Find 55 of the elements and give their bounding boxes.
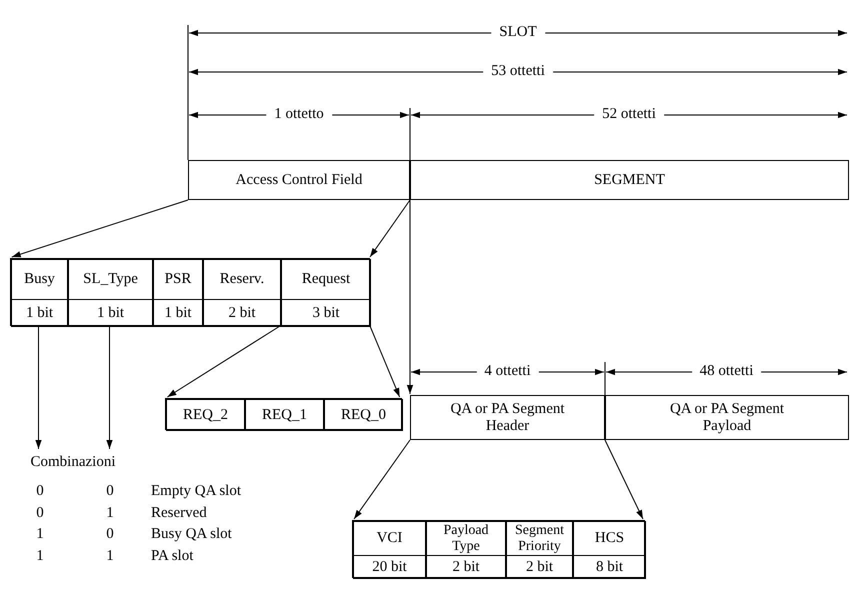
arrow: [604, 440, 644, 520]
field-size: 1 bit: [96, 304, 124, 322]
combination-description: Busy QA slot: [148, 526, 235, 542]
bit-field: [166, 399, 245, 431]
field-name: Payload Type: [442, 523, 490, 554]
arrow: [35, 326, 42, 450]
field-name: QA or PA Segment Header: [450, 401, 565, 434]
arrow: [370, 326, 400, 398]
field-size: 2 bit: [526, 558, 554, 576]
field-size: 8 bit: [596, 558, 624, 576]
bit-field-table: [352, 520, 645, 578]
field-size: 20 bit: [372, 558, 407, 576]
bit-field: [153, 259, 203, 327]
bit-field: [426, 521, 506, 579]
field-name: Segment Priority: [514, 523, 565, 554]
field-name: QA or PA Segment Payload: [670, 401, 784, 434]
bit-field: [353, 521, 426, 579]
field-name: PSR: [164, 271, 192, 288]
bit-field: [573, 521, 646, 579]
arrow: [370, 200, 410, 258]
field-name: REQ_1: [262, 406, 307, 424]
field-name: Busy: [24, 271, 55, 288]
field-name: HCS: [594, 530, 624, 547]
bit-field: [245, 399, 324, 431]
bit-field: [281, 259, 371, 327]
heading-text: Combinazioni: [30, 454, 116, 470]
arrow: [406, 200, 414, 394]
bit-field: [203, 259, 281, 327]
arrow: [106, 326, 113, 450]
field-size: 3 bit: [312, 304, 340, 322]
field-size: 2 bit: [452, 558, 480, 576]
bit-field-table: [10, 258, 370, 326]
field-name: Access Control Field: [236, 172, 362, 188]
arrow: [354, 440, 410, 520]
field-box: [605, 395, 849, 440]
field-name: Request: [302, 271, 350, 288]
field-size: 1 bit: [26, 304, 54, 322]
field-name: SEGMENT: [594, 172, 665, 188]
bit-field: [11, 259, 68, 327]
field-name: Reserv.: [220, 271, 264, 288]
field-name: VCI: [376, 530, 402, 547]
arrow: [11, 200, 188, 258]
bit-field: [506, 521, 573, 579]
field-size: 2 bit: [228, 304, 256, 322]
field-name: REQ_2: [183, 406, 228, 424]
field-name: REQ_0: [341, 406, 386, 424]
bit-field: [324, 399, 403, 431]
field-size: 1 bit: [164, 304, 192, 322]
field-box: [410, 160, 849, 200]
bit-field-table: [165, 398, 402, 430]
field-name: SL_Type: [83, 271, 138, 288]
arrow: [166, 326, 280, 398]
field-box: [410, 395, 605, 440]
bit-field: [68, 259, 153, 327]
field-box: [188, 160, 410, 200]
